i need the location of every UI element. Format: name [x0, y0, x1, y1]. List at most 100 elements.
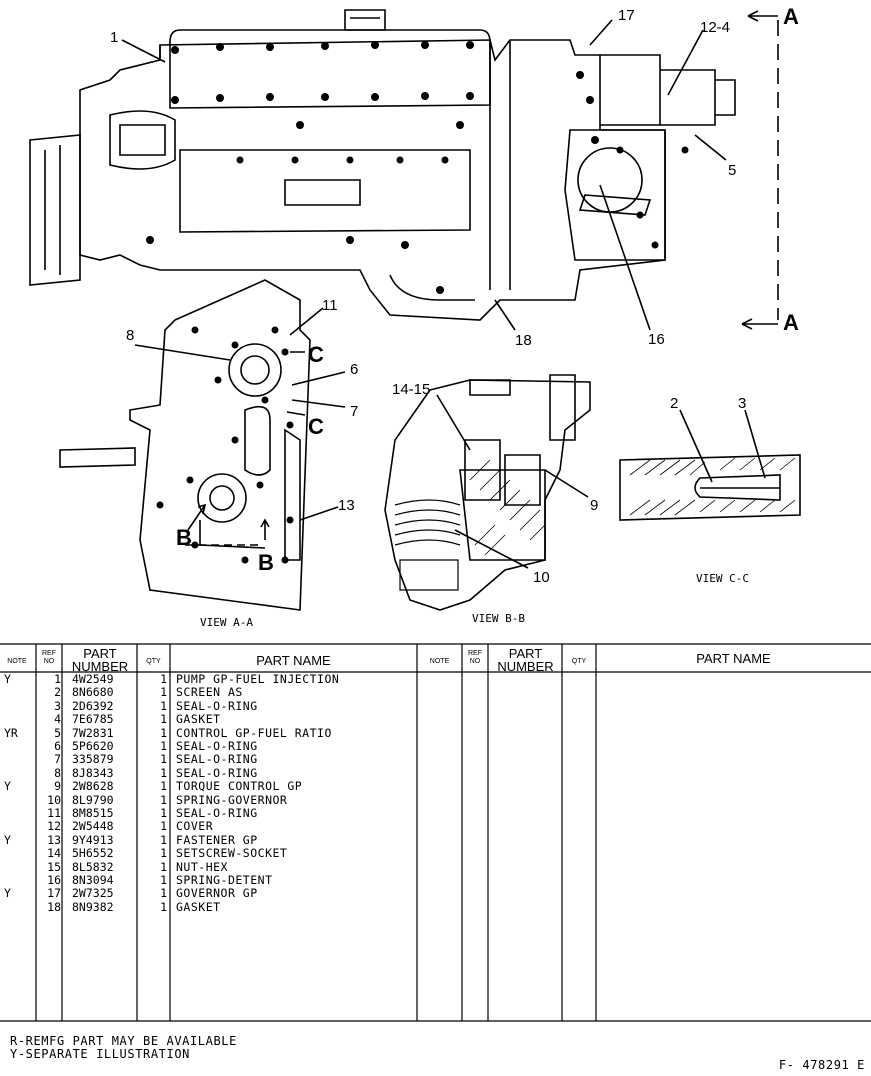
row-note: YR [4, 725, 18, 740]
callout-3: 3 [738, 395, 746, 412]
row-ref-no: 8 [54, 765, 61, 780]
row-part-name: TORQUE CONTROL GP [176, 779, 303, 794]
row-ref-no: 10 [47, 792, 61, 807]
section-letter-b-1: B [176, 525, 192, 550]
row-qty: 1 [160, 832, 167, 847]
row-qty: 1 [160, 819, 167, 834]
row-part-number: 8L5832 [72, 859, 114, 874]
row-qty: 1 [160, 712, 167, 727]
header-note: NOTE [7, 658, 27, 665]
header-ref-no-right: REF NO [468, 650, 482, 665]
callout-12-4: 12-4 [700, 19, 730, 36]
callout-9: 9 [590, 497, 598, 514]
callout-16: 16 [648, 331, 665, 348]
row-part-number: 8N9382 [72, 899, 114, 914]
row-part-name: SEAL-O-RING [176, 806, 258, 820]
row-part-number: 8N6680 [72, 685, 114, 700]
row-ref-no: 18 [47, 899, 61, 914]
row-qty: 1 [160, 846, 167, 861]
row-part-name: CONTROL GP-FUEL RATIO [176, 725, 332, 740]
row-part-number: 7E6785 [72, 712, 114, 727]
section-letter-c-1: C [308, 342, 324, 367]
view-cc-caption: VIEW C-C [696, 572, 749, 585]
row-part-number: 8N3094 [72, 873, 114, 887]
view-bb-caption: VIEW B-B [472, 612, 525, 625]
view-aa-drawing [59, 279, 346, 611]
row-note: Y [4, 779, 11, 794]
row-part-name: NUT-HEX [176, 859, 228, 874]
row-qty: 1 [160, 806, 167, 820]
header-ref-no: REF NO [42, 650, 56, 665]
parts-illustration: 1 17 12-4 A 5 18 16 A 11 8 6 7 C C 13 B … [29, 4, 801, 629]
callout-14-15: 14-15 [392, 381, 430, 398]
row-ref-no: 3 [54, 698, 61, 713]
injection-pump-drawing [29, 9, 736, 321]
row-qty: 1 [160, 685, 167, 700]
row-part-name: SEAL-O-RING [176, 752, 258, 767]
row-part-number: 5H6552 [72, 846, 114, 861]
row-part-number: 2W5448 [72, 819, 114, 834]
row-qty: 1 [160, 873, 167, 887]
row-ref-no: 11 [47, 806, 61, 820]
callout-5: 5 [728, 162, 736, 179]
view-bb-drawing [384, 374, 591, 611]
view-aa-caption: VIEW A-A [200, 616, 253, 629]
footnote-remfg: R-REMFG PART MAY BE AVAILABLE [10, 1034, 237, 1048]
callout-11: 11 [322, 297, 338, 314]
row-qty: 1 [160, 725, 167, 740]
row-part-number: 5P6620 [72, 739, 114, 753]
footnote-separate-illustration: Y-SEPARATE ILLUSTRATION [10, 1047, 190, 1061]
row-qty: 1 [160, 886, 167, 901]
row-note: Y [4, 886, 11, 901]
row-part-name: GASKET [176, 712, 221, 727]
table-row: 18 8N9382 1 GASKET [0, 899, 420, 914]
row-ref-no: 4 [54, 712, 61, 727]
row-part-number: 8L9790 [72, 792, 114, 807]
row-part-number: 8J8343 [72, 765, 114, 780]
callout-18: 18 [515, 332, 532, 349]
row-part-number: 2W8628 [72, 779, 114, 794]
header-qty: QTY [146, 658, 161, 665]
row-part-name: GASKET [176, 899, 221, 914]
row-qty: 1 [160, 752, 167, 767]
footnotes: R-REMFG PART MAY BE AVAILABLE Y-SEPARATE… [10, 1035, 237, 1061]
row-part-number: 2D6392 [72, 698, 114, 713]
row-qty: 1 [160, 779, 167, 794]
row-part-name: SEAL-O-RING [176, 765, 258, 780]
row-ref-no: 12 [47, 819, 61, 834]
view-cc-drawing [619, 409, 801, 521]
header-part-number: PART NUMBER [71, 646, 129, 674]
row-ref-no: 16 [47, 873, 61, 887]
row-qty: 1 [160, 698, 167, 713]
row-qty: 1 [160, 899, 167, 914]
row-part-name: COVER [176, 819, 214, 834]
row-qty: 1 [160, 672, 167, 686]
callout-10: 10 [533, 569, 550, 586]
header-part-name: PART NAME [256, 653, 331, 668]
callout-7: 7 [350, 403, 358, 420]
row-ref-no: 14 [47, 846, 61, 861]
row-part-number: 2W7325 [72, 886, 114, 901]
section-letter-c-2: C [308, 414, 324, 439]
header-qty-right: QTY [571, 658, 587, 665]
callout-6: 6 [350, 361, 358, 378]
row-part-number: 335879 [72, 752, 114, 767]
header-part-number-right: PART NUMBER [497, 646, 554, 674]
callout-13: 13 [338, 497, 355, 514]
header-part-name-right: PART NAME [696, 651, 771, 666]
row-qty: 1 [160, 792, 167, 807]
row-part-name: GOVERNOR GP [176, 886, 258, 901]
callout-17: 17 [618, 7, 635, 24]
